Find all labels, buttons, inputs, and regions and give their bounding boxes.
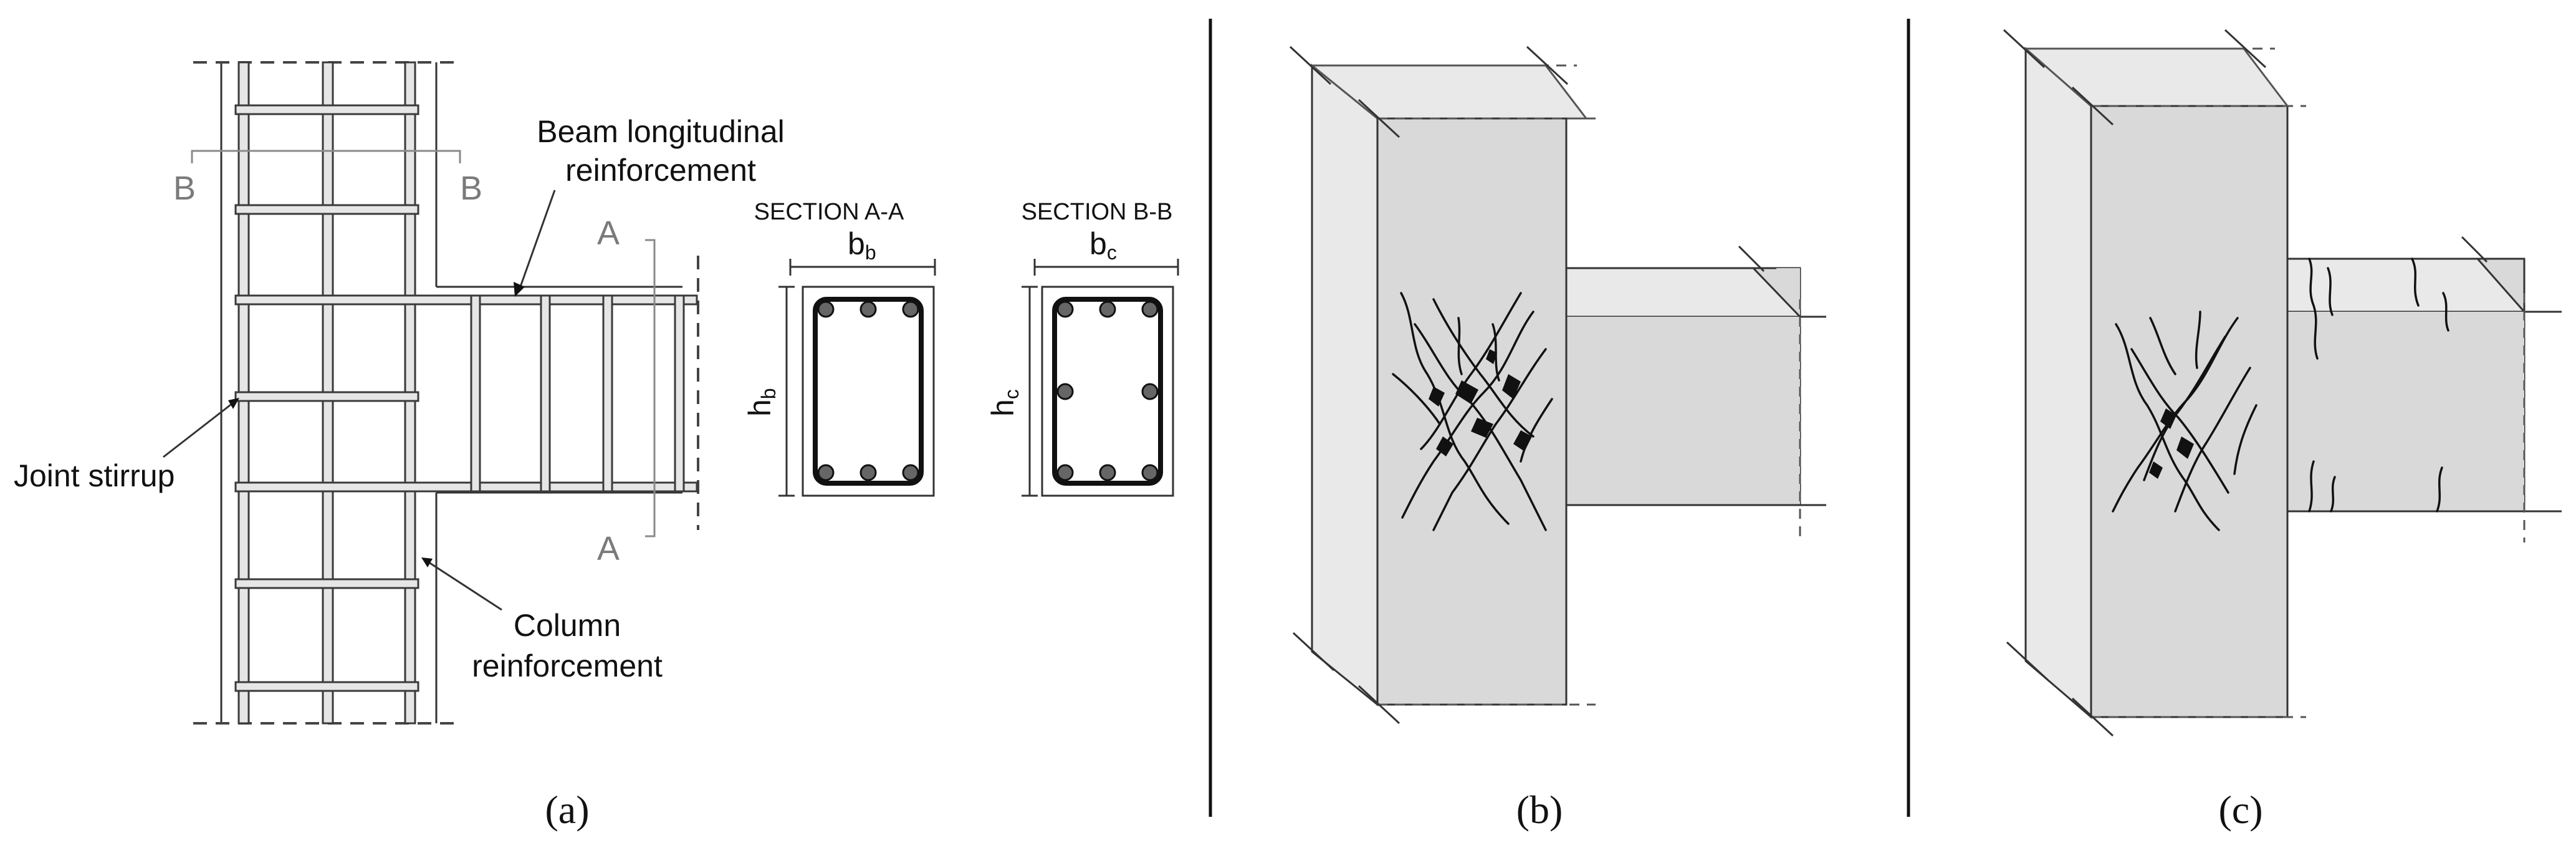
beam-bottom-bar xyxy=(234,481,698,493)
caption-c: (c) xyxy=(2218,788,2262,832)
column-stirrup xyxy=(234,104,419,115)
section-aa-title: SECTION A-A xyxy=(754,199,904,225)
section-bb-title: SECTION B-B xyxy=(1022,199,1173,225)
spalling-marks xyxy=(1429,349,1532,456)
column-side-face xyxy=(2024,46,2092,720)
column-stirrup xyxy=(234,204,419,215)
beam-longitudinal-label-line1: Beam longitudinal xyxy=(537,114,785,149)
beam-section-outline xyxy=(802,286,935,497)
section-a-a: SECTION A-A bb hb xyxy=(742,199,936,497)
column-reinforcement-label-line1: Column xyxy=(514,608,621,643)
section-cut-a xyxy=(645,239,656,537)
width-label-bb: bb xyxy=(848,226,876,264)
width-label-bc: bc xyxy=(1089,226,1117,264)
height-label-hb: hb xyxy=(742,388,780,417)
beam-section-stirrup xyxy=(813,297,924,486)
leader-arrowhead xyxy=(228,398,239,409)
beam-stirrup xyxy=(540,294,551,493)
column-stirrup xyxy=(234,681,419,692)
panel-c: (c) xyxy=(2003,29,2562,832)
column-side-face xyxy=(1311,63,1379,707)
section-cut-b xyxy=(191,150,461,163)
column-reinforcement-leader xyxy=(424,559,502,611)
leader-arrowhead xyxy=(514,282,525,297)
beam-top-bar xyxy=(234,294,698,306)
joint-stirrup-label: Joint stirrup xyxy=(14,458,175,493)
panel-a: B B A A Beam longitudinal reinforcement … xyxy=(14,61,1179,832)
cut-a-bottom-label: A xyxy=(597,530,620,567)
caption-a: (a) xyxy=(545,788,589,832)
beam-section-bars xyxy=(817,301,919,481)
column-section-stirrup xyxy=(1052,297,1163,486)
column-top-face xyxy=(1309,64,1589,120)
joint-stirrup-bar xyxy=(234,391,419,402)
leader-arrowhead xyxy=(421,557,433,567)
cut-a-top-label: A xyxy=(597,214,620,252)
beam-stirrup xyxy=(674,294,685,493)
cut-b-left-label: B xyxy=(173,170,196,207)
panel-b: (b) xyxy=(1289,46,1826,832)
beam-stirrup xyxy=(602,294,613,493)
beam-stirrup xyxy=(470,294,481,493)
height-label-hc: hc xyxy=(985,389,1023,417)
section-b-b: SECTION B-B bc hc xyxy=(985,199,1179,497)
column-reinforcement-label-line2: reinforcement xyxy=(472,648,663,683)
beam-longitudinal-label-line2: reinforcement xyxy=(565,153,756,188)
joint-stirrup-leader xyxy=(163,400,236,458)
caption-b: (b) xyxy=(1516,788,1563,832)
beam-flexural-cracks xyxy=(2308,258,2449,513)
column-section-bars xyxy=(1056,301,1159,481)
spalling-marks xyxy=(2149,408,2194,479)
beam-longitudinal-leader xyxy=(517,190,556,292)
cut-b-right-label: B xyxy=(460,170,482,207)
column-stirrup xyxy=(234,578,419,589)
